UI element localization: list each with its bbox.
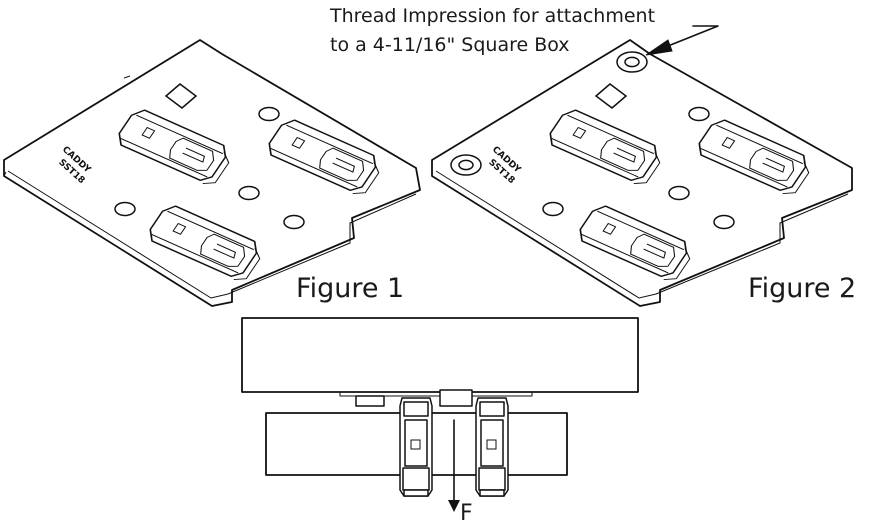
spring-clip-side xyxy=(475,397,509,497)
leader-line xyxy=(667,25,719,47)
mounting-hole xyxy=(238,185,260,201)
mounting-hole xyxy=(542,201,564,217)
fastener-nut xyxy=(439,389,473,407)
mounting-hole xyxy=(688,106,710,122)
side-view: F xyxy=(241,317,639,526)
square-knockout xyxy=(594,83,628,109)
square-knockout xyxy=(164,83,198,109)
thread-impression-bore xyxy=(624,56,640,68)
box-section xyxy=(241,317,639,393)
figure-1: CADDY SST18 Figure 1 xyxy=(3,39,421,307)
force-arrowhead xyxy=(448,500,460,512)
figure-2-label: Figure 2 xyxy=(748,273,856,304)
fastener-nut xyxy=(355,395,385,407)
callout: Thread Impression for attachment to a 4-… xyxy=(329,5,719,56)
figure-2: CADDY SST18 Figure 2 xyxy=(431,39,856,307)
spring-clip-side xyxy=(399,397,433,497)
mounting-hole xyxy=(713,214,735,230)
mounting-hole xyxy=(258,106,280,122)
mounting-hole xyxy=(114,201,136,217)
thread-impression-bore xyxy=(458,159,474,171)
mounting-hole xyxy=(283,214,305,230)
mounting-hole xyxy=(668,185,690,201)
callout-line-2: to a 4-11/16" Square Box xyxy=(330,34,570,56)
force-label: F xyxy=(460,501,473,526)
leader-arrowhead xyxy=(645,39,673,56)
callout-line-1: Thread Impression for attachment xyxy=(329,5,655,27)
figure-1-label: Figure 1 xyxy=(296,273,404,304)
